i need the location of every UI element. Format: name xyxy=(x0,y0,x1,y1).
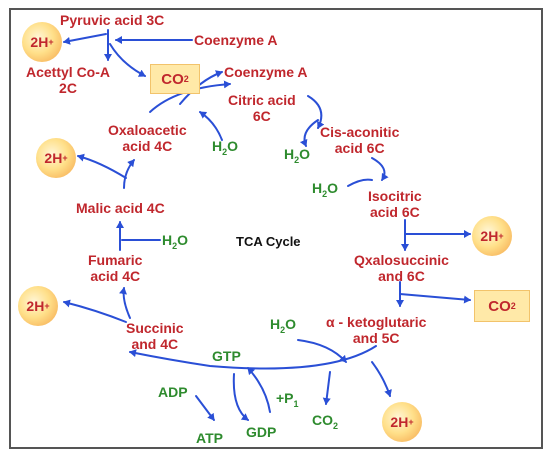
arrow-2h-release-1 xyxy=(63,33,107,45)
arrow-keto-to-succinic xyxy=(129,345,377,370)
2h-plus-circle-5: 2H+ xyxy=(382,402,422,442)
arrow-2h-release-5 xyxy=(77,153,127,179)
arrow-co2-release-1 xyxy=(109,43,146,77)
arrow-h2o-into-citric xyxy=(199,111,223,141)
gtp-label: GTP xyxy=(212,348,241,364)
arrow-malic-to-oxalo xyxy=(123,159,135,189)
2h-plus-circle-2: 2H+ xyxy=(36,138,76,178)
arrow-h2o-out-1 xyxy=(299,119,319,147)
diagram-frame xyxy=(9,8,543,449)
2h-plus-circle-4: 2H+ xyxy=(18,286,58,326)
2h-plus-circle-1: 2H+ xyxy=(22,22,62,62)
arrow-co2-release-3 xyxy=(322,371,331,405)
arrow-gdp-to-gtp xyxy=(247,367,271,413)
arrow-co2-release-2 xyxy=(399,293,471,304)
arrow-succinic-to-fumaric xyxy=(119,287,131,319)
phosphate-label: +P1 xyxy=(276,390,299,409)
h2o-label-4: H2O xyxy=(162,232,189,251)
gdp-label: GDP xyxy=(246,424,277,440)
arrow-2h-release-4 xyxy=(63,299,127,323)
atp-label: ATP xyxy=(196,430,223,446)
arrow-adp-to-atp xyxy=(195,395,215,421)
coenzyme-a-input: Coenzyme A xyxy=(194,32,278,48)
h2o-label-5: H2O xyxy=(270,316,297,335)
arrow-2h-release-3 xyxy=(371,361,392,397)
adp-label: ADP xyxy=(158,384,188,400)
cycle-title: TCA Cycle xyxy=(236,234,301,249)
h2o-label-3: H2O xyxy=(312,180,339,199)
h2o-label-1: H2O xyxy=(212,138,239,157)
arrow-cis-to-iso xyxy=(371,157,389,181)
coenzyme-a-output: Coenzyme A xyxy=(224,64,308,80)
h2o-label-2: H2O xyxy=(284,146,311,165)
compound-malic-acid: Malic acid 4C xyxy=(76,200,165,216)
co2-label-green: CO2 xyxy=(312,412,339,431)
arrow-citric-to-cis xyxy=(307,95,325,129)
arrow-coa-out xyxy=(179,70,223,105)
arrow-h2o-in-2 xyxy=(347,178,373,187)
arrow-h2o-in-3 xyxy=(297,339,347,363)
arrow-gtp-to-gdp xyxy=(232,373,249,421)
2h-plus-circle-3: 2H+ xyxy=(472,216,512,256)
compound-pyruvic-acid: Pyruvic acid 3C xyxy=(60,12,165,28)
